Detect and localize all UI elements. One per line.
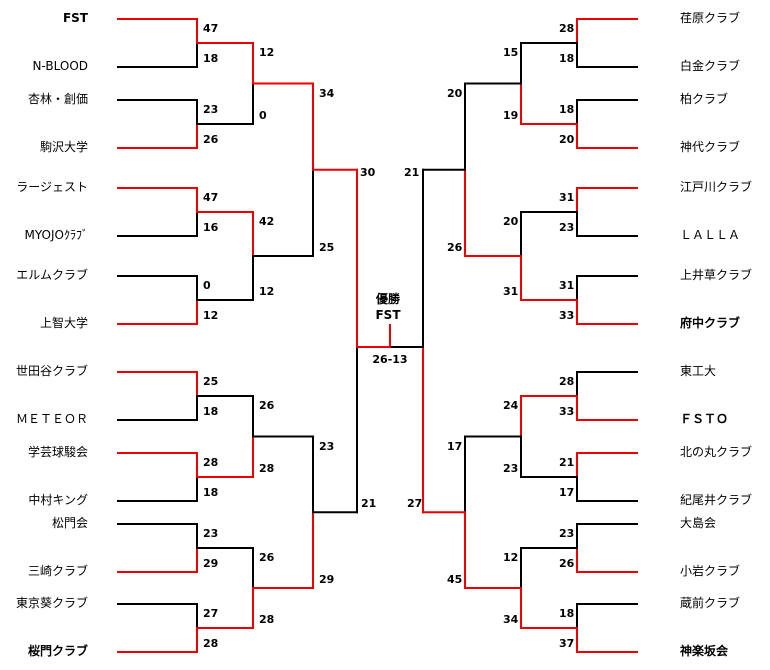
right-r3-score: 20: [447, 86, 463, 100]
left-r2-score: 26: [259, 399, 275, 412]
right-r1-score: 31: [559, 279, 575, 292]
right-r4-score: 27: [407, 497, 423, 511]
champion-label: 優勝: [375, 292, 400, 306]
right-r1-score: 23: [559, 527, 575, 540]
right-r1-score: 17: [559, 486, 575, 499]
left-r2-score: 0: [259, 109, 267, 122]
right-team-name: 北の丸クラブ: [680, 445, 753, 459]
champion-name: FST: [375, 308, 401, 322]
right-r1-score: 21: [559, 456, 575, 469]
left-team-name: FST: [62, 11, 88, 25]
left-r2-score: 28: [259, 613, 275, 626]
left-r1-score: 28: [203, 637, 219, 650]
right-r1-score: 20: [559, 133, 575, 146]
final-score: 26-13: [372, 353, 408, 366]
right-team-name: 小岩クラブ: [680, 564, 741, 578]
left-r1-score: 25: [203, 375, 219, 388]
right-team-name: ＬＡＬＬＡ: [680, 228, 741, 242]
left-team-name: N-BLOOD: [32, 59, 89, 73]
left-r1-score: 12: [203, 309, 219, 322]
right-r2-score: 15: [503, 46, 519, 59]
left-r2-score: 26: [259, 551, 275, 564]
right-team-name: 江戸川クラブ: [680, 180, 753, 194]
left-team-name: ＭＥＴＥＯＲ: [15, 412, 88, 426]
right-team-name: ＦＳＴＯ: [680, 412, 729, 426]
right-r1-score: 33: [559, 309, 575, 322]
right-team-name: 白金クラブ: [680, 59, 741, 73]
right-r1-score: 18: [559, 607, 575, 620]
right-r1-score: 26: [559, 557, 575, 570]
left-team-name: ラージェスト: [16, 180, 88, 194]
left-r2-score: 42: [259, 215, 275, 228]
right-team-name: 神楽坂会: [680, 644, 729, 658]
right-r1-score: 33: [559, 405, 575, 418]
left-team-name: 上智大学: [39, 316, 88, 330]
right-team-name: 紀尾井クラブ: [680, 493, 753, 507]
final-left-score: 30: [360, 166, 376, 179]
right-r1-score: 28: [559, 375, 575, 388]
right-r1-score: 18: [559, 103, 575, 116]
left-r2-score: 28: [259, 462, 275, 475]
right-r3-score: 17: [447, 439, 463, 453]
left-team-name: 三崎クラブ: [27, 564, 88, 578]
left-r3-score: 29: [319, 573, 335, 586]
left-r1-score: 26: [203, 133, 219, 146]
left-r3-score: 25: [319, 241, 335, 254]
right-r2-score: 12: [503, 551, 519, 564]
left-r3-score: 23: [319, 439, 335, 453]
right-r2-score: 24: [503, 399, 519, 412]
left-r1-score: 23: [203, 527, 219, 540]
right-team-name: 神代クラブ: [680, 140, 741, 154]
right-r2-score: 34: [503, 613, 519, 626]
right-team-name: 東工大: [680, 364, 717, 378]
left-team-name: 杏林・創価: [27, 92, 88, 106]
left-r1-score: 18: [203, 52, 219, 65]
right-team-name: 蔵前クラブ: [680, 596, 741, 610]
right-r2-score: 19: [503, 109, 519, 122]
right-team-name: 荏原クラブ: [680, 11, 741, 25]
right-r2-score: 31: [503, 285, 519, 298]
right-r1-score: 37: [559, 637, 575, 650]
left-r1-score: 23: [203, 103, 219, 116]
right-r1-score: 23: [559, 221, 575, 234]
right-r1-score: 31: [559, 191, 575, 204]
right-r3-score: 26: [447, 241, 463, 254]
left-r1-score: 47: [203, 191, 219, 204]
final-right-score: 21: [404, 166, 420, 179]
right-team-name: 柏クラブ: [680, 92, 729, 106]
left-team-name: 中村キング: [28, 493, 88, 507]
right-team-name: 上井草クラブ: [680, 268, 753, 282]
left-team-name: 世田谷クラブ: [15, 364, 88, 378]
right-team-name: 府中クラブ: [680, 316, 741, 330]
left-r1-score: 28: [203, 456, 219, 469]
left-r1-score: 16: [203, 221, 219, 234]
right-r3-score: 45: [447, 573, 463, 586]
left-r2-score: 12: [259, 46, 275, 59]
left-team-name: 学芸球駿会: [27, 445, 88, 459]
left-r1-score: 47: [203, 22, 219, 35]
left-team-name: 東京葵クラブ: [15, 596, 88, 610]
right-team-name: 大島会: [680, 516, 717, 530]
left-team-name: エルムクラブ: [16, 268, 88, 282]
left-r4-score: 21: [361, 497, 377, 511]
left-team-name: 桜門クラブ: [27, 644, 88, 658]
right-r1-score: 28: [559, 22, 575, 35]
right-r2-score: 23: [503, 462, 519, 475]
right-r1-score: 18: [559, 52, 575, 65]
left-r1-score: 18: [203, 405, 219, 418]
left-team-name: 駒沢大学: [39, 140, 88, 154]
left-r2-score: 12: [259, 285, 275, 298]
left-r1-score: 27: [203, 607, 219, 620]
left-r1-score: 0: [203, 279, 211, 292]
left-team-name: MYOJOｸﾗﾌﾞ: [24, 228, 88, 242]
right-r2-score: 20: [503, 215, 519, 228]
left-r3-score: 34: [319, 86, 335, 100]
left-team-name: 松門会: [51, 516, 88, 530]
left-r1-score: 18: [203, 486, 219, 499]
left-r1-score: 29: [203, 557, 219, 570]
